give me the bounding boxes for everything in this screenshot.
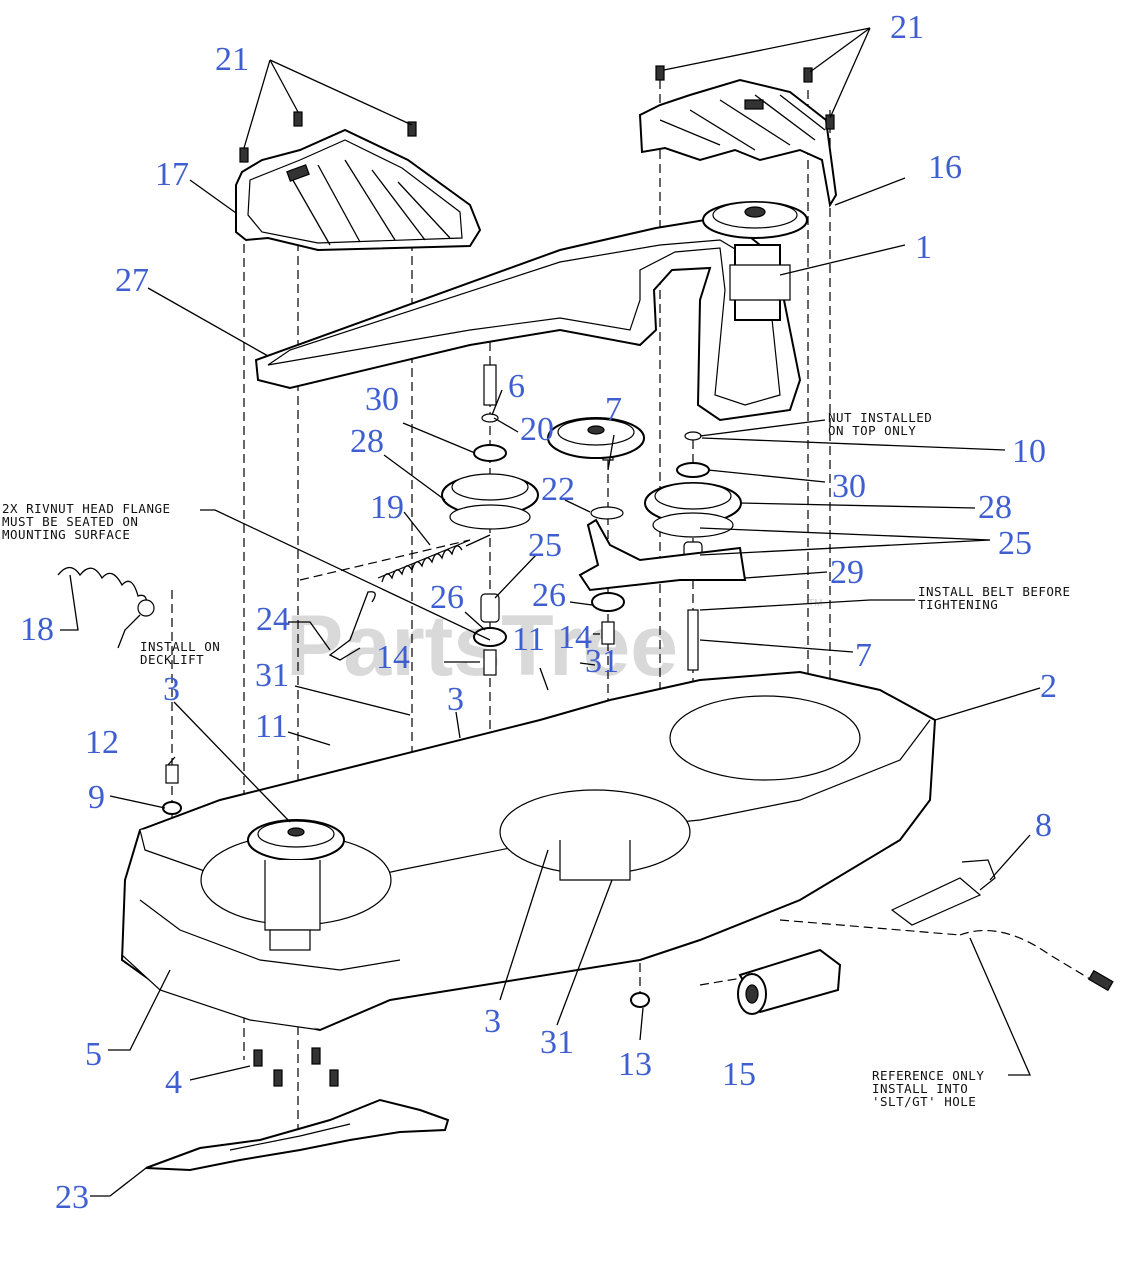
right-belt-cover <box>638 78 838 208</box>
callout-5: 5 <box>85 1036 102 1073</box>
callout-1: 1 <box>915 229 932 266</box>
callout-3-center: 3 <box>447 681 464 718</box>
note-rivnut-line2: MUST BE SEATED ON <box>2 514 138 529</box>
callout-3-bottom: 3 <box>484 1003 501 1040</box>
callout-21-left: 21 <box>215 41 249 78</box>
note-reference-line2: INSTALL INTO <box>872 1081 968 1096</box>
callout-31-left: 31 <box>255 657 289 694</box>
assembly-notes: NUT INSTALLED ON TOP ONLY INSTALL BELT B… <box>2 410 1071 1109</box>
callout-27: 27 <box>115 262 149 299</box>
callout-7-top: 7 <box>605 391 622 428</box>
note-nut-line1: NUT INSTALLED <box>828 410 932 425</box>
center-spindle <box>547 417 645 459</box>
callout-29: 29 <box>830 554 864 591</box>
callout-21-right: 21 <box>890 9 924 46</box>
callout-31-bottom: 31 <box>540 1024 574 1061</box>
callout-8: 8 <box>1035 807 1052 844</box>
note-nut-line2: ON TOP ONLY <box>828 423 916 438</box>
callout-31-center: 31 <box>585 643 619 680</box>
leader-lines <box>60 27 1041 1197</box>
callout-14-left: 14 <box>376 639 410 676</box>
anti-scalp-roller <box>737 948 842 1015</box>
center-spindle-deck <box>559 840 631 881</box>
callout-3-left: 3 <box>163 671 180 708</box>
gearbox-pulley <box>702 201 808 321</box>
callout-12: 12 <box>85 724 119 761</box>
note-rivnut-line1: 2X RIVNUT HEAD FLANGE <box>2 501 171 516</box>
callout-24: 24 <box>256 601 290 638</box>
hanger-rod <box>328 591 376 661</box>
left-belt-cover <box>235 128 482 252</box>
callout-15: 15 <box>722 1056 756 1093</box>
stud-12 <box>165 764 179 784</box>
callout-16: 16 <box>928 149 962 186</box>
mower-blade <box>145 1098 450 1172</box>
deck-lift-rod <box>890 859 996 926</box>
note-reference-line3: 'SLT/GT' HOLE <box>872 1094 976 1109</box>
callout-26-left: 26 <box>430 579 464 616</box>
callout-7-bottom: 7 <box>855 637 872 674</box>
callout-18: 18 <box>20 611 54 648</box>
nut-13 <box>630 992 650 1008</box>
callout-9: 9 <box>88 779 105 816</box>
nut-9 <box>162 801 182 815</box>
callout-2: 2 <box>1040 668 1057 705</box>
right-idler-hardware <box>578 419 747 671</box>
callout-30-left: 30 <box>365 381 399 418</box>
callout-28-left: 28 <box>350 423 384 460</box>
blade-bolts <box>253 1047 339 1087</box>
note-rivnut-line3: MOUNTING SURFACE <box>2 527 130 542</box>
idler-spring <box>377 534 491 583</box>
note-belt-line1: INSTALL BELT BEFORE <box>918 584 1071 599</box>
callout-13: 13 <box>618 1046 652 1083</box>
callout-19: 19 <box>370 489 404 526</box>
callout-25-right: 25 <box>998 525 1032 562</box>
callout-26-right: 26 <box>532 577 566 614</box>
callout-14-right: 14 <box>558 619 592 656</box>
callout-6: 6 <box>508 368 525 405</box>
note-decklift-line1: INSTALL ON <box>140 639 220 654</box>
callout-11-center: 11 <box>512 621 545 658</box>
callout-25-center: 25 <box>528 527 562 564</box>
callout-28-right: 28 <box>978 489 1012 526</box>
center-idler-hardware <box>441 364 539 676</box>
cover-bolts <box>239 65 835 163</box>
callout-10: 10 <box>1012 433 1046 470</box>
decklift-spring <box>57 566 155 617</box>
reference-cable <box>959 929 1101 986</box>
note-decklift-line2: DECKLIFT <box>140 652 204 667</box>
callout-17: 17 <box>155 156 189 193</box>
note-belt-line2: TIGHTENING <box>918 597 998 612</box>
callout-11-left: 11 <box>255 708 288 745</box>
callout-30-right: 30 <box>832 468 866 505</box>
callout-20: 20 <box>520 411 554 448</box>
left-spindle <box>247 819 345 951</box>
reference-cable-end <box>1088 969 1114 992</box>
callout-numbers: 21 21 17 16 1 27 6 20 30 28 7 10 30 28 2… <box>20 9 1057 1216</box>
note-reference-line1: REFERENCE ONLY <box>872 1068 984 1083</box>
callout-23: 23 <box>55 1179 89 1216</box>
callout-22: 22 <box>541 471 575 508</box>
callout-4: 4 <box>165 1064 182 1101</box>
